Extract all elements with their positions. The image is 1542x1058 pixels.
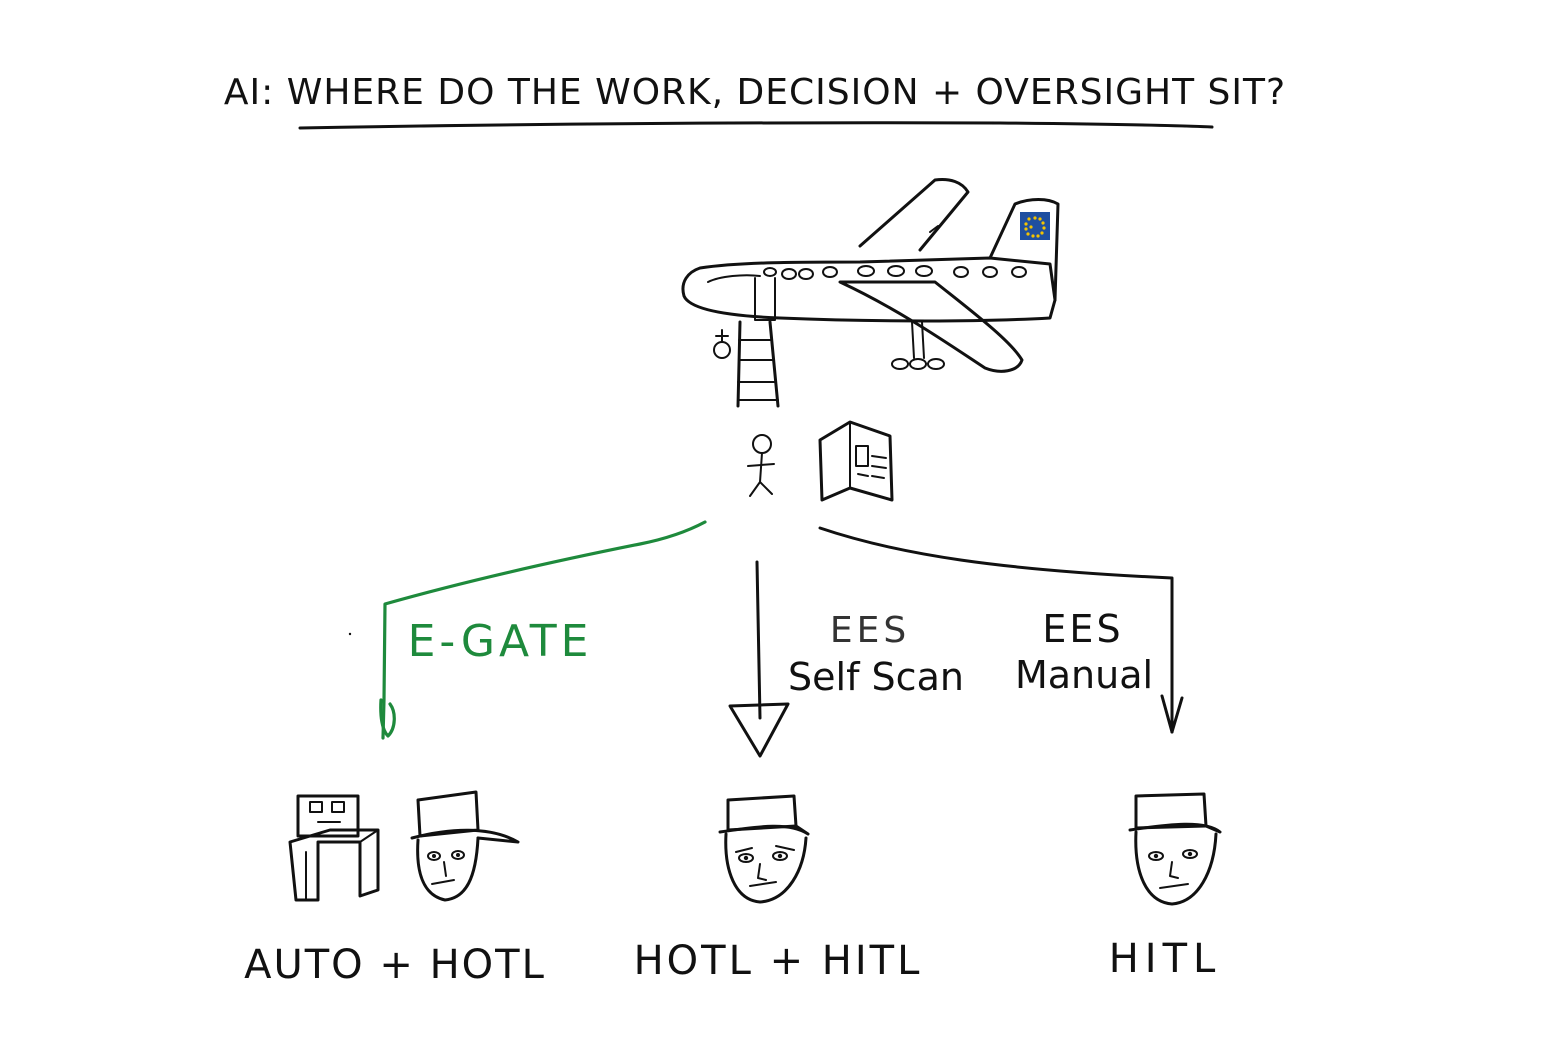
- ees-self-scan-label-line1: EES: [830, 610, 910, 651]
- egate-machine-icon: [288, 794, 380, 902]
- egate-label: E-GATE: [408, 616, 593, 667]
- ees-self-scan-label-line2: Self Scan: [788, 655, 964, 699]
- egate-branch-arrow: [348, 520, 707, 740]
- eu-stars: [1024, 216, 1046, 238]
- title-underline: [298, 121, 1214, 130]
- manual-branch-arrow: [818, 526, 1184, 734]
- outcome-label-auto-hotl: AUTO + HOTL: [244, 942, 546, 988]
- stick-figure-icon: [747, 434, 775, 497]
- airplane-icon: [681, 178, 1060, 408]
- outcome-label-hitl: HITL: [1109, 936, 1222, 982]
- outcome-label-hotl-hitl: HOTL + HITL: [634, 938, 923, 984]
- border-officer-icon: [410, 790, 520, 902]
- diagram-title: AI: WHERE DO THE WORK, DECISION + OVERSI…: [224, 72, 1286, 113]
- eu-flag-icon: [1020, 212, 1050, 240]
- self-scan-branch-arrow: [728, 560, 790, 758]
- ees-manual-label-line1: EES: [1042, 607, 1123, 651]
- passport-icon: [818, 420, 894, 502]
- border-officer-icon: [718, 794, 810, 904]
- border-officer-icon: [1128, 792, 1222, 906]
- ees-manual-label-line2: Manual: [1015, 653, 1153, 697]
